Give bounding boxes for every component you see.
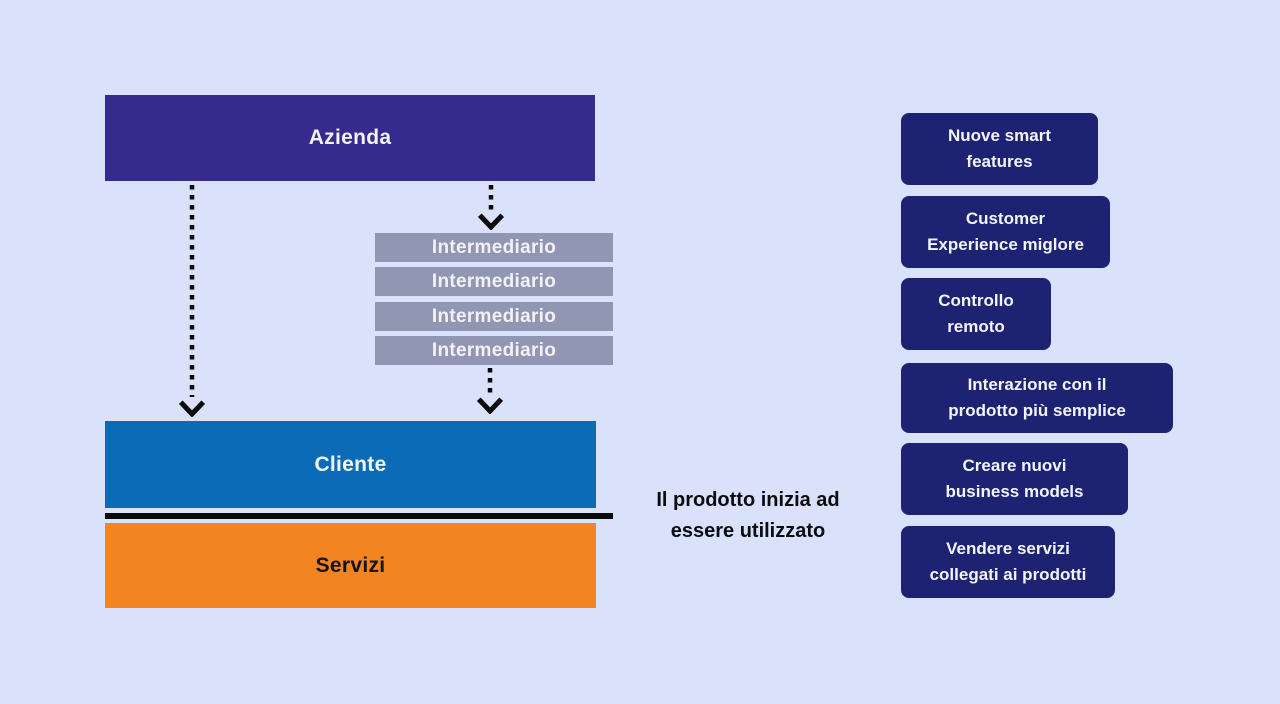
intermediario-box: Intermediario — [375, 267, 613, 296]
benefit-box-interazione-semplice: Interazione con il prodotto più semplice — [901, 363, 1173, 433]
intermediario-label: Intermediario — [431, 339, 557, 361]
servizi-label: Servizi — [315, 553, 386, 577]
benefit-label-line: Experience miglore — [927, 235, 1084, 254]
divider-line — [105, 513, 613, 519]
benefit-label-line: Controllo — [938, 291, 1014, 310]
benefit-box-controllo-remoto: Controllo remoto — [901, 278, 1051, 350]
usage-caption: Il prodotto inizia ad essere utilizzato — [623, 485, 873, 547]
cliente-label: Cliente — [314, 452, 387, 476]
benefit-box-vendere-servizi: Vendere servizi collegati ai prodotti — [901, 526, 1115, 598]
dotted-arrow-azienda-intermediario — [478, 185, 504, 230]
cliente-box: Cliente — [105, 421, 596, 508]
azienda-box: Azienda — [105, 95, 595, 181]
intermediario-label: Intermediario — [431, 270, 557, 292]
usage-caption-line2: essere utilizzato — [670, 520, 826, 542]
intermediario-box: Intermediario — [375, 233, 613, 262]
benefit-label-line: Nuove smart — [948, 126, 1051, 145]
benefit-label-line: business models — [945, 482, 1084, 501]
benefit-label-line: Interazione con il — [967, 375, 1107, 394]
usage-caption-line1: Il prodotto inizia ad — [656, 489, 840, 511]
benefit-label-line: features — [966, 152, 1033, 171]
benefit-box-smart-features: Nuove smart features — [901, 113, 1098, 185]
benefit-label-line: collegati ai prodotti — [929, 565, 1087, 584]
intermediario-box: Intermediario — [375, 336, 613, 365]
intermediario-label: Intermediario — [431, 305, 557, 327]
intermediario-box: Intermediario — [375, 302, 613, 331]
benefit-label-line: Creare nuovi — [962, 456, 1067, 475]
benefit-label-line: remoto — [947, 317, 1005, 336]
benefit-label-line: Customer — [965, 209, 1046, 228]
benefit-box-business-models: Creare nuovi business models — [901, 443, 1128, 515]
benefit-label-line: Vendere servizi — [946, 539, 1070, 558]
benefit-box-customer-experience: Customer Experience miglore — [901, 196, 1110, 268]
azienda-label: Azienda — [308, 126, 392, 149]
dotted-arrow-intermediario-cliente — [477, 368, 503, 414]
benefit-label-line: prodotto più semplice — [948, 401, 1126, 420]
intermediario-label: Intermediario — [431, 236, 557, 258]
dotted-arrow-azienda-cliente — [179, 185, 205, 417]
servizi-box: Servizi — [105, 523, 596, 608]
